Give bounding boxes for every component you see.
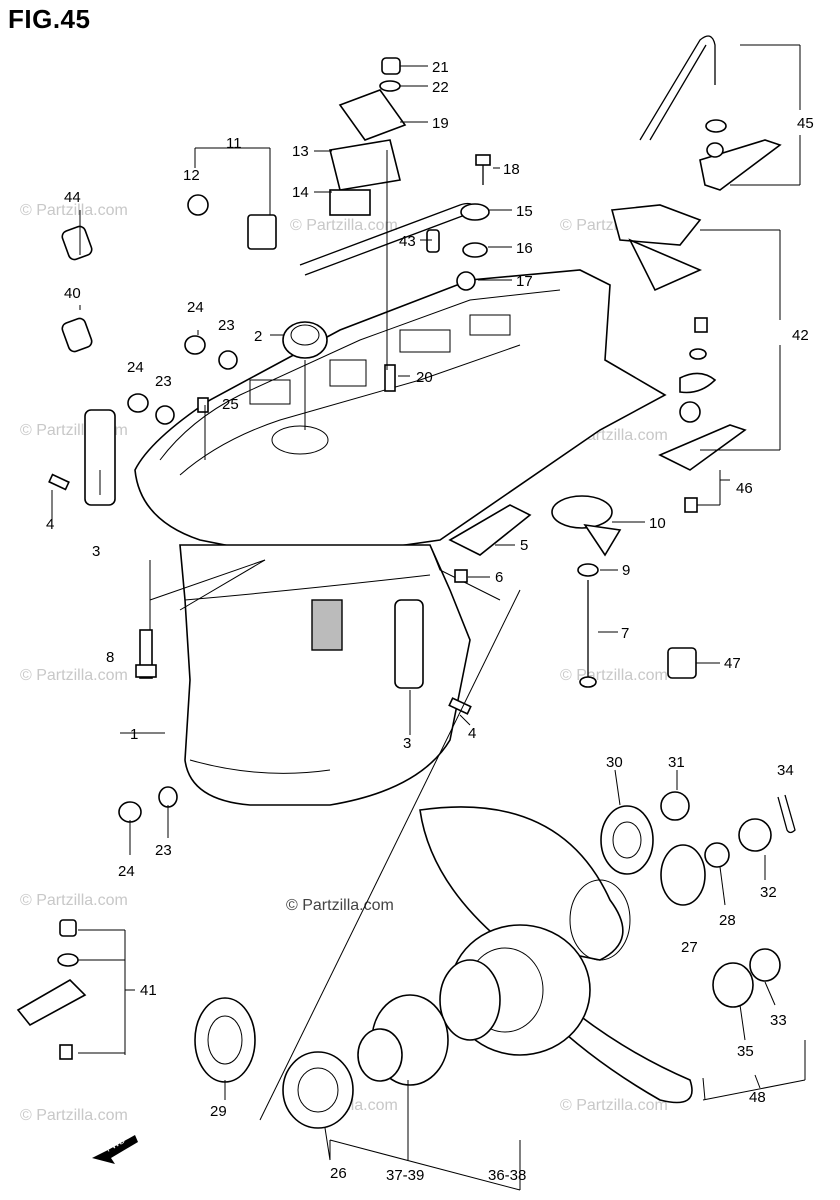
callout-4: 4 (46, 516, 54, 533)
callout-16: 16 (516, 240, 533, 257)
callout-24: 24 (187, 299, 204, 316)
callout-34: 34 (777, 762, 794, 779)
callout-28: 28 (719, 912, 736, 929)
callout-14: 14 (292, 184, 309, 201)
watermark-center: © Partzilla.com (286, 897, 394, 914)
callout-19: 19 (432, 115, 449, 132)
callout-35: 35 (737, 1043, 754, 1060)
callout-30: 30 (606, 754, 623, 771)
callout-6: 6 (495, 569, 503, 586)
callout-47: 47 (724, 655, 741, 672)
watermark: © Partzilla.com (20, 202, 128, 219)
callout-24: 24 (127, 359, 144, 376)
callout-10: 10 (649, 515, 666, 532)
callout-labels: 1 2 3 3 4 4 5 6 7 8 9 10 11 12 13 14 15 … (46, 59, 814, 1184)
watermark: © Partzilla.com (290, 217, 398, 234)
leader-lines (51, 44, 806, 1191)
callout-4: 4 (468, 725, 476, 742)
callout-11: 11 (226, 135, 242, 152)
callout-25: 25 (222, 396, 239, 413)
gearcase-housing (134, 269, 667, 806)
callout-3: 3 (92, 543, 100, 560)
callout-32: 32 (760, 884, 777, 901)
figure-title: FIG.45 (8, 4, 91, 34)
callout-21: 21 (432, 59, 449, 76)
callout-44: 44 (64, 189, 81, 206)
callout-23: 23 (218, 317, 235, 334)
callout-27: 27 (681, 939, 698, 956)
callout-42: 42 (792, 327, 809, 344)
callout-17: 17 (516, 273, 533, 290)
callout-7: 7 (621, 625, 629, 642)
propeller (357, 806, 693, 1104)
callout-12: 12 (183, 167, 200, 184)
callout-41: 41 (140, 982, 157, 999)
callout-24: 24 (118, 863, 135, 880)
watermark: © Partzilla.com (20, 892, 128, 909)
callout-37-39: 37-39 (386, 1167, 424, 1184)
callout-33: 33 (770, 1012, 787, 1029)
callout-15: 15 (516, 203, 533, 220)
watermark: © Partzilla.com (560, 667, 668, 684)
forward-arrow-marker: FWD (92, 1135, 138, 1164)
callout-13: 13 (292, 143, 309, 160)
callout-3: 3 (403, 735, 411, 752)
callout-31: 31 (668, 754, 685, 771)
watermark: © Partzilla.com (20, 1107, 128, 1124)
callout-18: 18 (503, 161, 520, 178)
callout-23: 23 (155, 842, 172, 859)
callout-8: 8 (106, 649, 114, 666)
callout-43: 43 (399, 233, 416, 250)
small-parts (16, 57, 796, 1129)
callout-36-38: 36-38 (488, 1167, 526, 1184)
callout-2: 2 (254, 328, 262, 345)
callout-46: 46 (736, 480, 753, 497)
watermark: © Partzilla.com (20, 667, 128, 684)
callout-5: 5 (520, 537, 528, 554)
callout-48: 48 (749, 1089, 766, 1106)
callout-45: 45 (797, 115, 814, 132)
callout-20: 20 (416, 369, 433, 386)
callout-1: 1 (130, 726, 138, 743)
callout-40: 40 (64, 285, 81, 302)
callout-29: 29 (210, 1103, 227, 1120)
watermark: © Partzilla.com (560, 1097, 668, 1114)
callout-9: 9 (622, 562, 630, 579)
callout-26: 26 (330, 1165, 347, 1182)
callout-22: 22 (432, 79, 449, 96)
callout-23: 23 (155, 373, 172, 390)
